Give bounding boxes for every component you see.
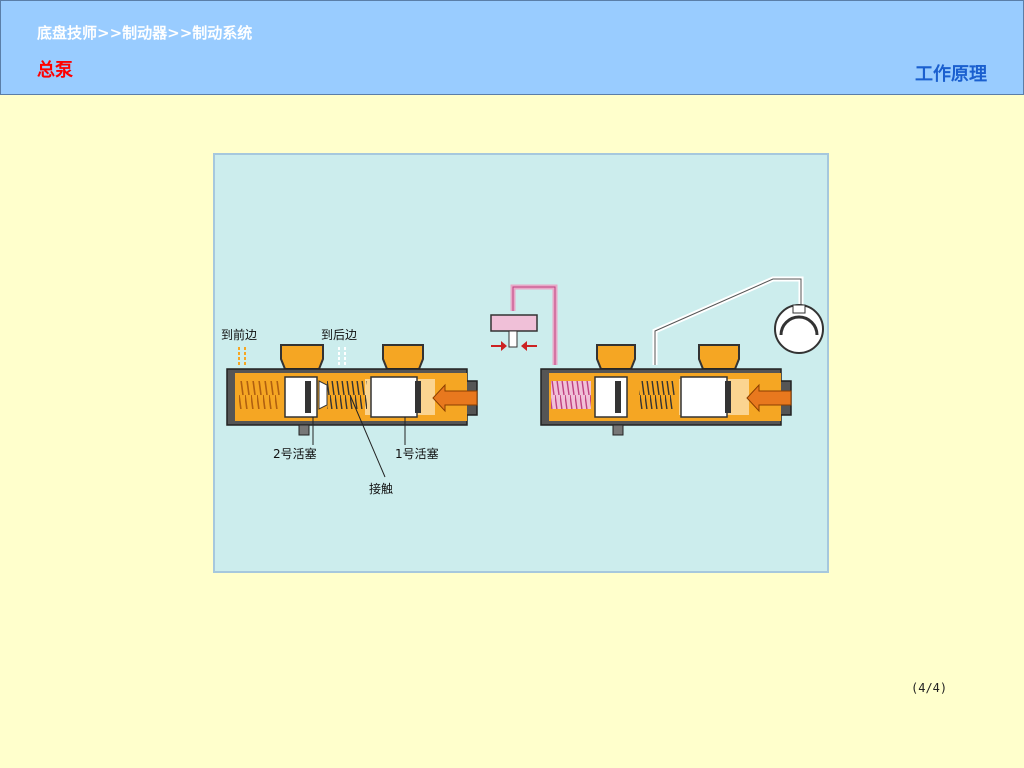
push-rod-arrow xyxy=(432,383,478,413)
header-bar: 底盘技师>>制动器>>制动系统 总泵 工作原理 xyxy=(0,0,1024,95)
reservoir-port-2 xyxy=(280,344,324,370)
piston-2-seal-right xyxy=(615,381,621,413)
reservoir-port-1 xyxy=(382,344,424,370)
piston-1 xyxy=(370,376,418,418)
label-contact: 接触 xyxy=(369,481,393,496)
return-spring-front xyxy=(239,381,281,409)
label-piston-2: 2号活塞 xyxy=(273,446,317,461)
section-link-working-principle[interactable]: 工作原理 xyxy=(915,64,987,85)
piston-2 xyxy=(284,376,318,418)
page-number: (4/4) xyxy=(911,681,948,695)
reservoir-port-2-right xyxy=(596,344,636,370)
front-caliper xyxy=(490,314,538,332)
piston-1-seal-right xyxy=(725,381,731,413)
bolt-right xyxy=(612,424,624,436)
return-spring-front-right xyxy=(551,381,591,409)
diagram-canvas: 到前边 到后边 2号活塞 1号活塞 接触 xyxy=(221,276,824,496)
master-cylinder-diagram: 到前边 到后边 2号活塞 1号活塞 接触 xyxy=(213,153,829,573)
breadcrumb[interactable]: 底盘技师>>制动器>>制动系统 xyxy=(37,24,253,42)
left-master-cylinder xyxy=(226,344,478,478)
return-spring-middle xyxy=(327,381,367,409)
leader-contact xyxy=(349,394,386,478)
page-title: 总泵 xyxy=(37,60,73,81)
label-to-rear: 到后边 xyxy=(321,328,357,342)
bolt-left xyxy=(298,424,310,436)
caliper-piston xyxy=(508,330,518,348)
spring-seat xyxy=(318,380,328,410)
label-to-front: 到前边 xyxy=(221,327,257,342)
caliper-arrow-right xyxy=(521,341,537,351)
piston-1-seal xyxy=(415,381,421,413)
wheel-cylinder xyxy=(792,304,806,314)
pipe-to-rear-drum-outline xyxy=(654,278,802,365)
push-rod-arrow-right xyxy=(746,383,792,413)
piston-2-right xyxy=(594,376,628,418)
caliper-arrow-left xyxy=(491,341,507,351)
pipe-to-front-caliper-outline xyxy=(512,286,556,365)
piston-1-right xyxy=(680,376,728,418)
brake-shoes xyxy=(779,315,819,336)
right-master-cylinder xyxy=(490,276,824,436)
label-piston-1: 1号活塞 xyxy=(395,446,439,461)
piston-2-seal xyxy=(305,381,311,413)
reservoir-port-1-right xyxy=(698,344,740,370)
return-spring-middle-right xyxy=(639,381,675,409)
